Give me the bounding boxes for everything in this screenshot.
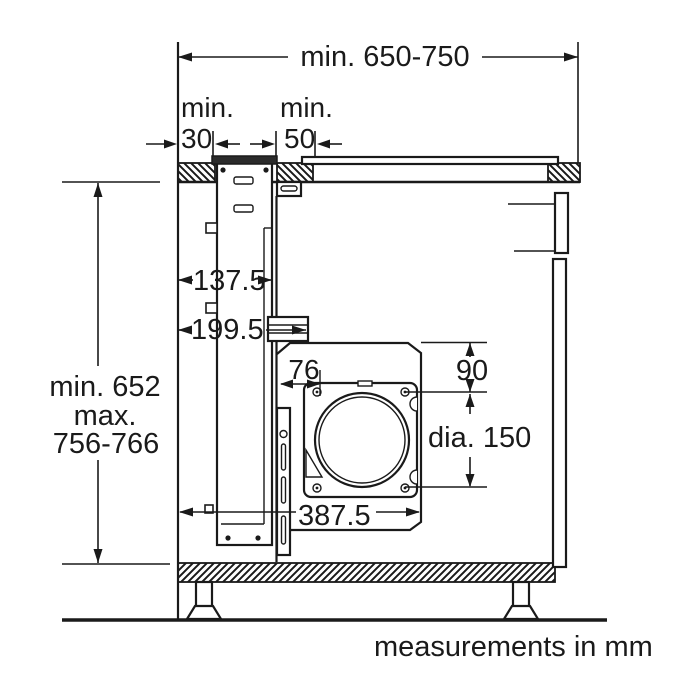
dim-label-height-1: min. 652: [49, 371, 160, 403]
left-foot-base: [185, 604, 223, 621]
dim-label-hole-offset: 76: [288, 354, 319, 385]
chimney-top-cap: [211, 155, 278, 165]
chimney-vent-slot-2: [233, 204, 254, 213]
chimney-vent-slot-1: [233, 176, 254, 185]
duct-opening-inner: [318, 396, 406, 484]
right-foot-base: [502, 604, 540, 621]
dim-label-rear-gap-min: min.: [181, 92, 234, 123]
dim-label-blower-width: 387.5: [298, 500, 371, 532]
dim-label-rear-gap-value: 30: [181, 123, 212, 154]
arrowhead-at-duct-edge: [262, 139, 275, 149]
arrowhead-height-bottom: [93, 549, 103, 563]
flange-top-notch: [357, 380, 373, 387]
chimney-base-screw-left: [225, 535, 231, 541]
mounting-rail-bracket: [266, 315, 310, 343]
dimension-duct-diameter: dia. 150: [405, 394, 531, 488]
chimney-tab-3: [204, 504, 214, 514]
arrowhead-90-down: [465, 379, 475, 392]
chimney-base-screw-right: [255, 535, 261, 541]
dimension-top-width: min. 650-750: [178, 41, 579, 163]
right-rail-lower: [551, 257, 568, 569]
chimney-duct: [204, 155, 278, 547]
dimension-height: min. 652 max. 756-766: [49, 181, 170, 565]
dim-label-duct-depth: 137.5: [193, 265, 266, 297]
dim-label-height-3: 756-766: [53, 428, 159, 460]
dimension-duct-depth: 137.5: [178, 265, 272, 297]
chimney-body: [215, 161, 274, 547]
right-rails: [508, 191, 570, 569]
dim-label-height-2: max.: [74, 400, 137, 432]
arrowhead-left: [178, 52, 192, 62]
arrowhead-at-hob-cutout: [317, 139, 330, 149]
cabinet-bottom-panel: [177, 562, 556, 583]
right-foot-shaft: [511, 580, 531, 610]
counter-clip-slot: [280, 185, 298, 192]
duct-opening-outer: [313, 391, 411, 489]
worktop-section-right: [547, 162, 581, 183]
flange-hole-center-3: [315, 486, 319, 490]
dimension-bracket-depth: 199.5: [178, 314, 306, 346]
arrowhead-76-right: [307, 379, 320, 389]
arrowhead-90-up: [465, 343, 475, 356]
arrowhead-387-right: [406, 507, 420, 517]
arrowhead-height-top: [93, 183, 103, 197]
dimension-top-to-hole: 90: [405, 341, 488, 393]
arrowhead-76-left: [280, 379, 293, 389]
arrowhead-right: [564, 52, 578, 62]
arrowhead-137-left: [178, 275, 192, 285]
dim-label-side-gap-min: min.: [280, 92, 333, 123]
cabinet-base: [62, 562, 607, 622]
arrowhead-into-wall: [164, 139, 177, 149]
left-foot-shaft: [194, 580, 214, 610]
arrowhead-150-up: [465, 394, 475, 407]
flange-hole-center-1: [315, 390, 319, 394]
arrowhead-at-cutout: [215, 139, 228, 149]
mounting-bar-slot-3: [280, 515, 287, 545]
dim-label-bracket-depth: 199.5: [191, 314, 264, 346]
dimension-rear-gap: min. 30: [146, 92, 240, 156]
right-rail-upper: [553, 191, 570, 255]
cooktop-lip: [300, 155, 560, 166]
mounting-bar-screw: [279, 429, 288, 439]
dimension-hole-offset: 76: [280, 354, 321, 396]
arrowhead-137-right: [258, 275, 272, 285]
dim-label-side-gap-value: 50: [284, 123, 315, 154]
flange-notch-bottom: [409, 469, 418, 485]
chimney-screw-right: [263, 167, 269, 173]
mounting-bar-slot-2: [280, 476, 287, 504]
duct-flange-plate: [302, 381, 419, 499]
dimension-side-gap: min. 50: [250, 92, 342, 156]
flange-notch-top: [409, 396, 418, 412]
units-note: measurements in mm: [374, 631, 653, 663]
blower-housing: [275, 341, 423, 557]
arrowhead-150-down: [465, 474, 475, 487]
chimney-tab-1: [205, 222, 218, 234]
worktop-section-left: [177, 162, 216, 183]
arrowhead-387-left: [179, 507, 193, 517]
worktop-section-middle: [276, 162, 314, 183]
dim-label-top-to-hole: 90: [456, 355, 488, 387]
blower-outline: [276, 341, 423, 542]
mounting-bar-slot-1: [280, 443, 287, 471]
dim-label-duct-diameter: dia. 150: [428, 422, 531, 454]
chimney-screw-left: [220, 167, 226, 173]
dim-label-top-width: min. 650-750: [300, 41, 469, 73]
dimension-blower-width: 387.5: [179, 500, 420, 532]
arrowhead-199-right: [292, 325, 306, 335]
flange-corner-tab: [305, 447, 324, 478]
chimney-tab-2: [205, 302, 218, 314]
arrowhead-199-left: [178, 325, 192, 335]
